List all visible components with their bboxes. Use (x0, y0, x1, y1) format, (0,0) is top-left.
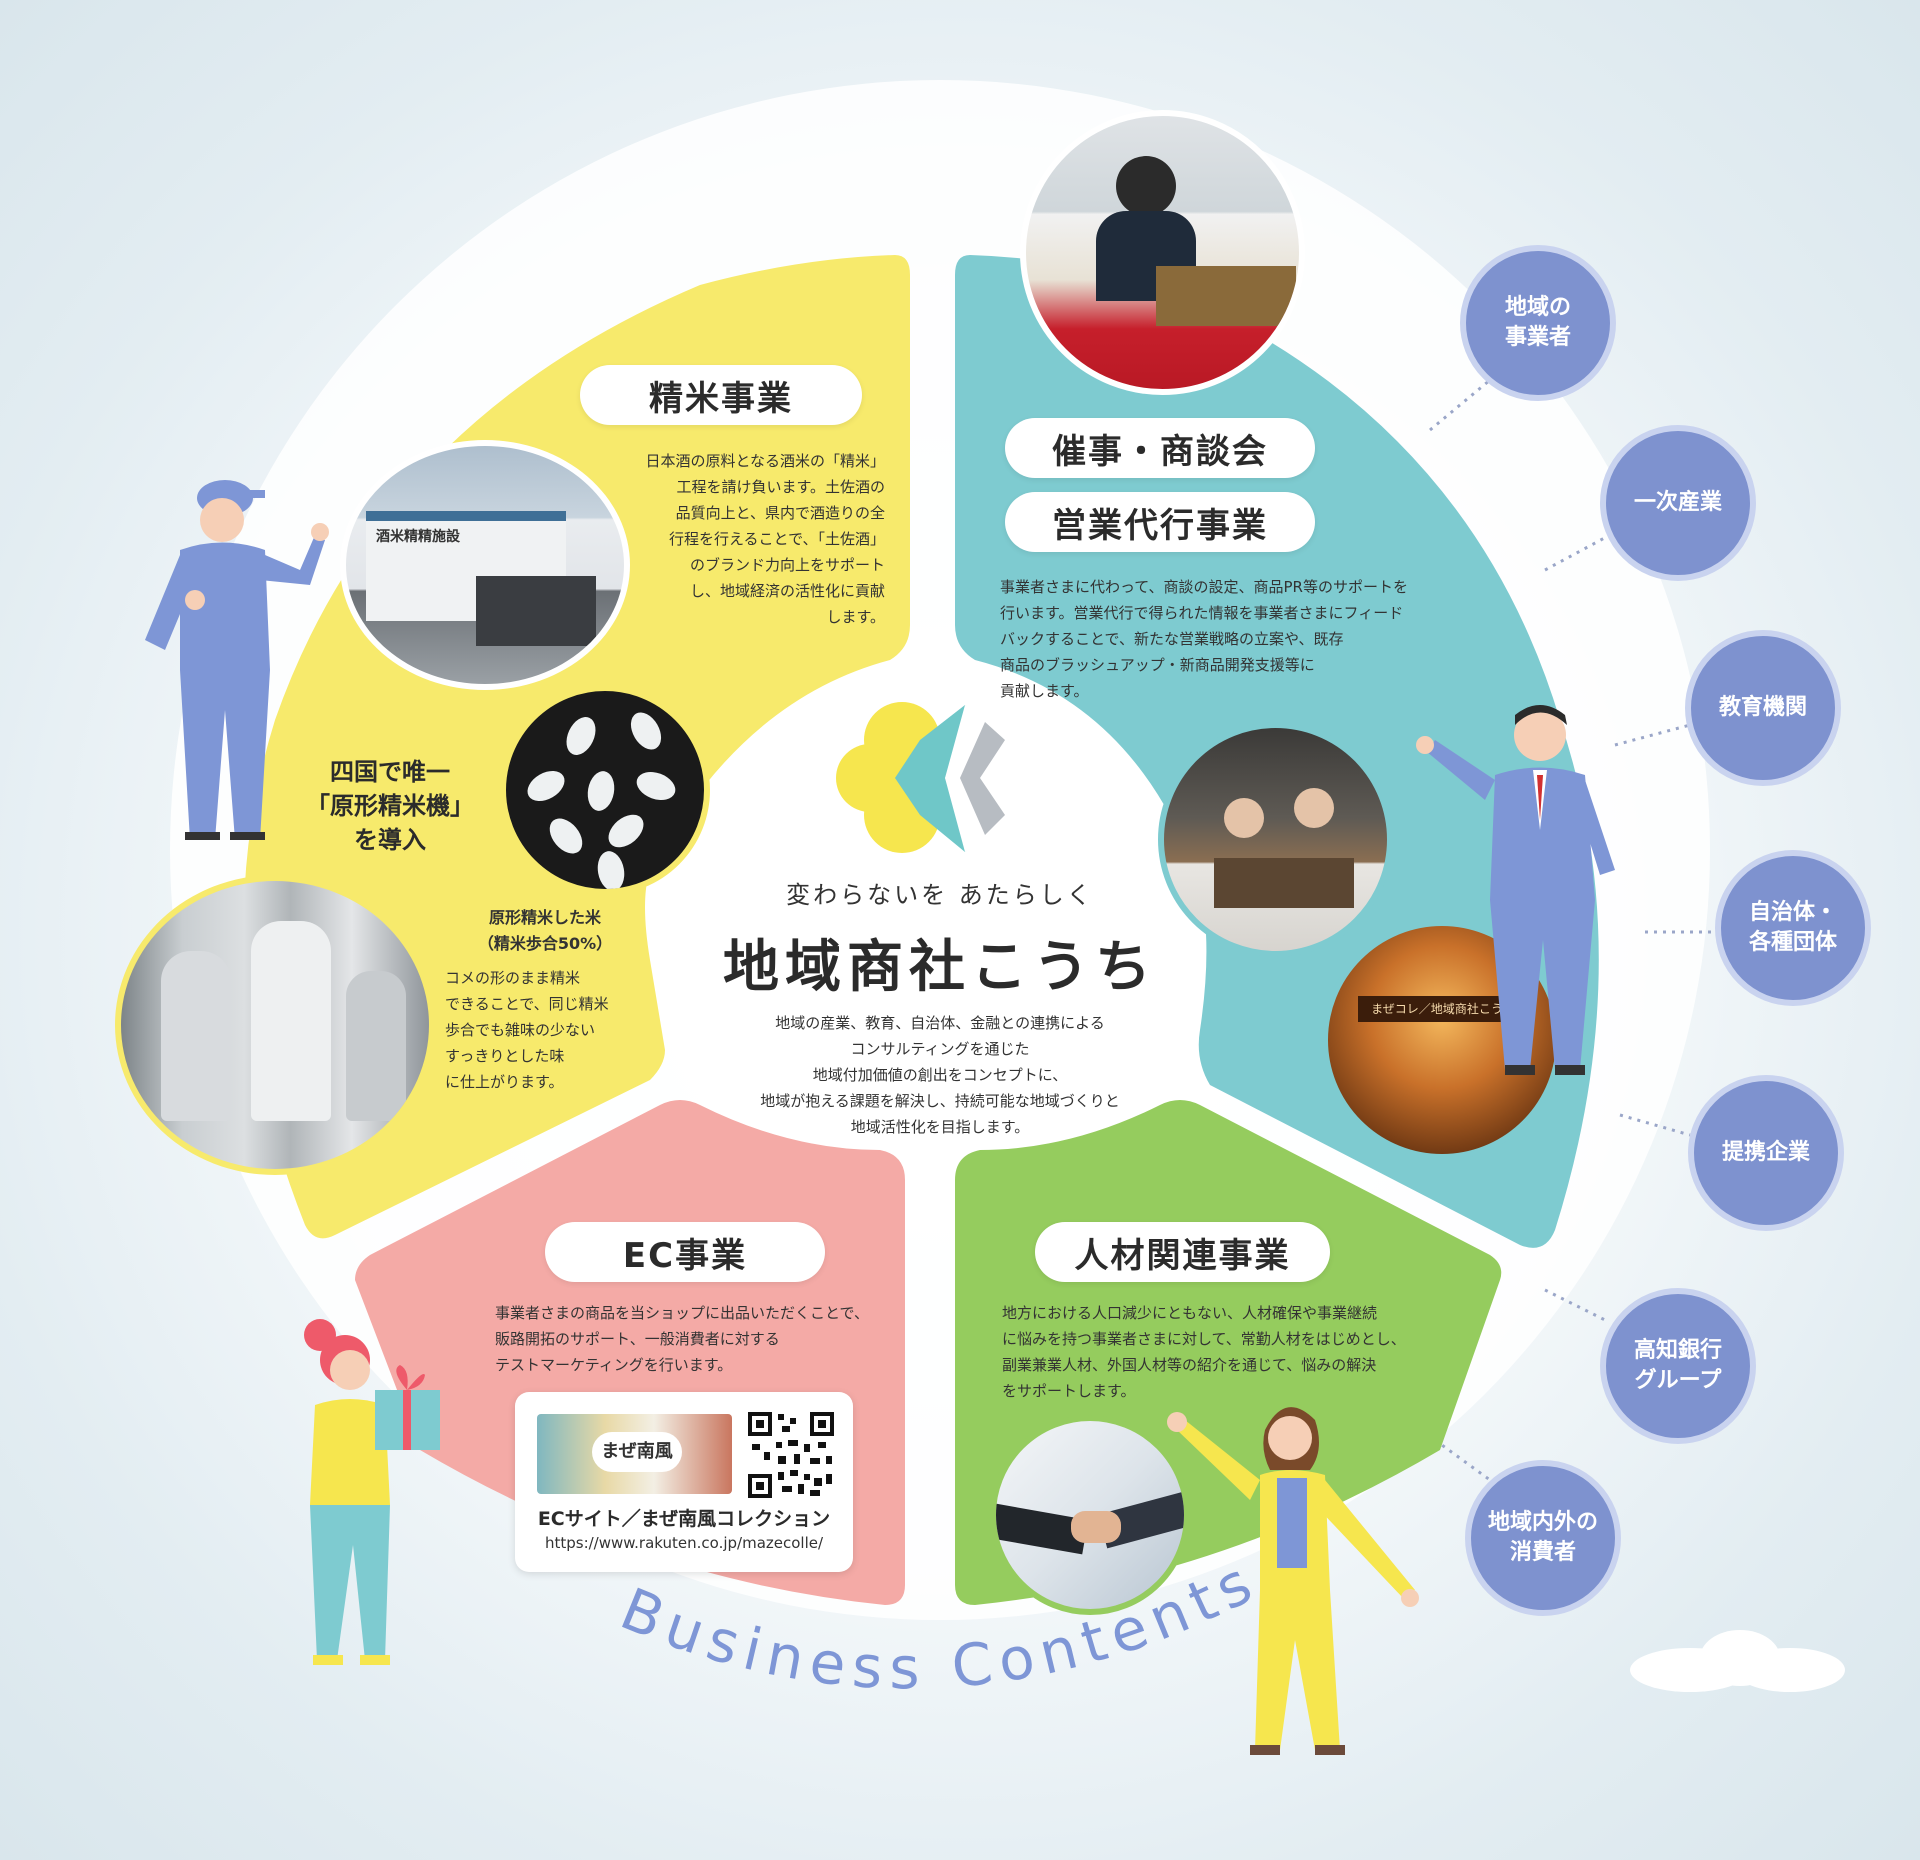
ec-site-label: ECサイト／まぜ南風コレクション (537, 1508, 831, 1530)
partner-local-businesses: 地域の 事業者 (1460, 245, 1616, 401)
rice-caption: 原形精米した米 （精米歩合50%） (477, 908, 613, 953)
polished-rice-photo (500, 685, 710, 895)
staff-head (1116, 156, 1176, 216)
ec-site-card[interactable]: まぜ南風 ECサイト／まぜ南風コレクション https://www.rakute… (515, 1392, 853, 1572)
machine-silo-3 (346, 971, 406, 1121)
ec-description: 事業者さまの商品を当ショップに出品いただくことで、 販路開拓のサポート、一般消費… (495, 1304, 869, 1374)
partner-education: 教育機関 (1685, 630, 1841, 786)
seimai-highlight: 四国で唯一 「原形精米機」 を導入 (306, 758, 474, 854)
rice-description: コメの形のまま精米 できることで、同じ精米 歩合でも雑味の少ない すっきりとした… (445, 969, 609, 1091)
ec-banner-logo: まぜ南風 (592, 1432, 682, 1472)
girl-with-gift-figure (304, 1319, 440, 1665)
businessman-figure (1416, 705, 1615, 1075)
meeting-person-1 (1224, 798, 1264, 838)
trade-fair-photo (1020, 110, 1305, 395)
connector-lines (1429, 378, 1715, 1482)
saiji-title-2: 営業代行事業 (1005, 492, 1315, 552)
center-company-name: 地域商社こうち (723, 934, 1157, 1000)
partner-municipalities: 自治体・ 各種団体 (1715, 850, 1871, 1006)
rice-mill-building-photo: 酒米精精施設 (340, 440, 630, 690)
building-sign: 酒米精精施設 (376, 529, 460, 545)
product-display (1156, 266, 1296, 326)
seimai-title: 精米事業 (580, 365, 862, 425)
cloud-decoration (1630, 1630, 1845, 1692)
partner-affiliated-companies: 提携企業 (1688, 1075, 1844, 1231)
handshake-hands (1071, 1511, 1121, 1543)
partner-primary-industry: 一次産業 (1600, 425, 1756, 581)
worker-figure (145, 480, 329, 840)
seimai-description: 日本酒の原料となる酒米の「精米」 工程を請け負います。土佐酒の 品質向上と、県内… (645, 452, 885, 626)
partner-kochi-bank-group: 高知銀行 グループ (1600, 1288, 1756, 1444)
center-tagline: 変わらないを あたらしく (786, 881, 1094, 909)
ec-site-url[interactable]: https://www.rakuten.co.jp/mazecolle/ (544, 1534, 824, 1552)
center-description: 地域の産業、教育、自治体、金融との連携による コンサルティングを通じた 地域付加… (760, 1014, 1120, 1136)
business-meeting-photo (1158, 722, 1393, 957)
rice-grains (527, 712, 676, 889)
ec-site-banner: まぜ南風 (537, 1414, 732, 1494)
partner-consumers: 地域内外の 消費者 (1465, 1460, 1621, 1616)
jinzai-description: 地方における人口減少にともない、人材確保や事業継続 に悩みを持つ事業者さまに対し… (1002, 1304, 1406, 1400)
qr-code-icon[interactable] (748, 1412, 834, 1498)
company-logo (836, 702, 1005, 853)
machine-silo-1 (161, 951, 231, 1121)
handshake-photo (990, 1415, 1190, 1615)
meeting-table (1214, 858, 1354, 908)
woman-figure (1167, 1407, 1419, 1755)
machine-silo-2 (251, 921, 331, 1121)
ec-title: EC事業 (545, 1222, 825, 1282)
saiji-description: 事業者さまに代わって、商談の設定、商品PR等のサポートを 行います。営業代行で得… (1000, 578, 1408, 700)
saiji-title-1: 催事・商談会 (1005, 418, 1315, 478)
building-door (476, 576, 596, 646)
rice-milling-machine-photo (115, 875, 435, 1175)
meeting-person-2 (1294, 788, 1334, 828)
jinzai-title: 人材関連事業 (1035, 1222, 1330, 1282)
